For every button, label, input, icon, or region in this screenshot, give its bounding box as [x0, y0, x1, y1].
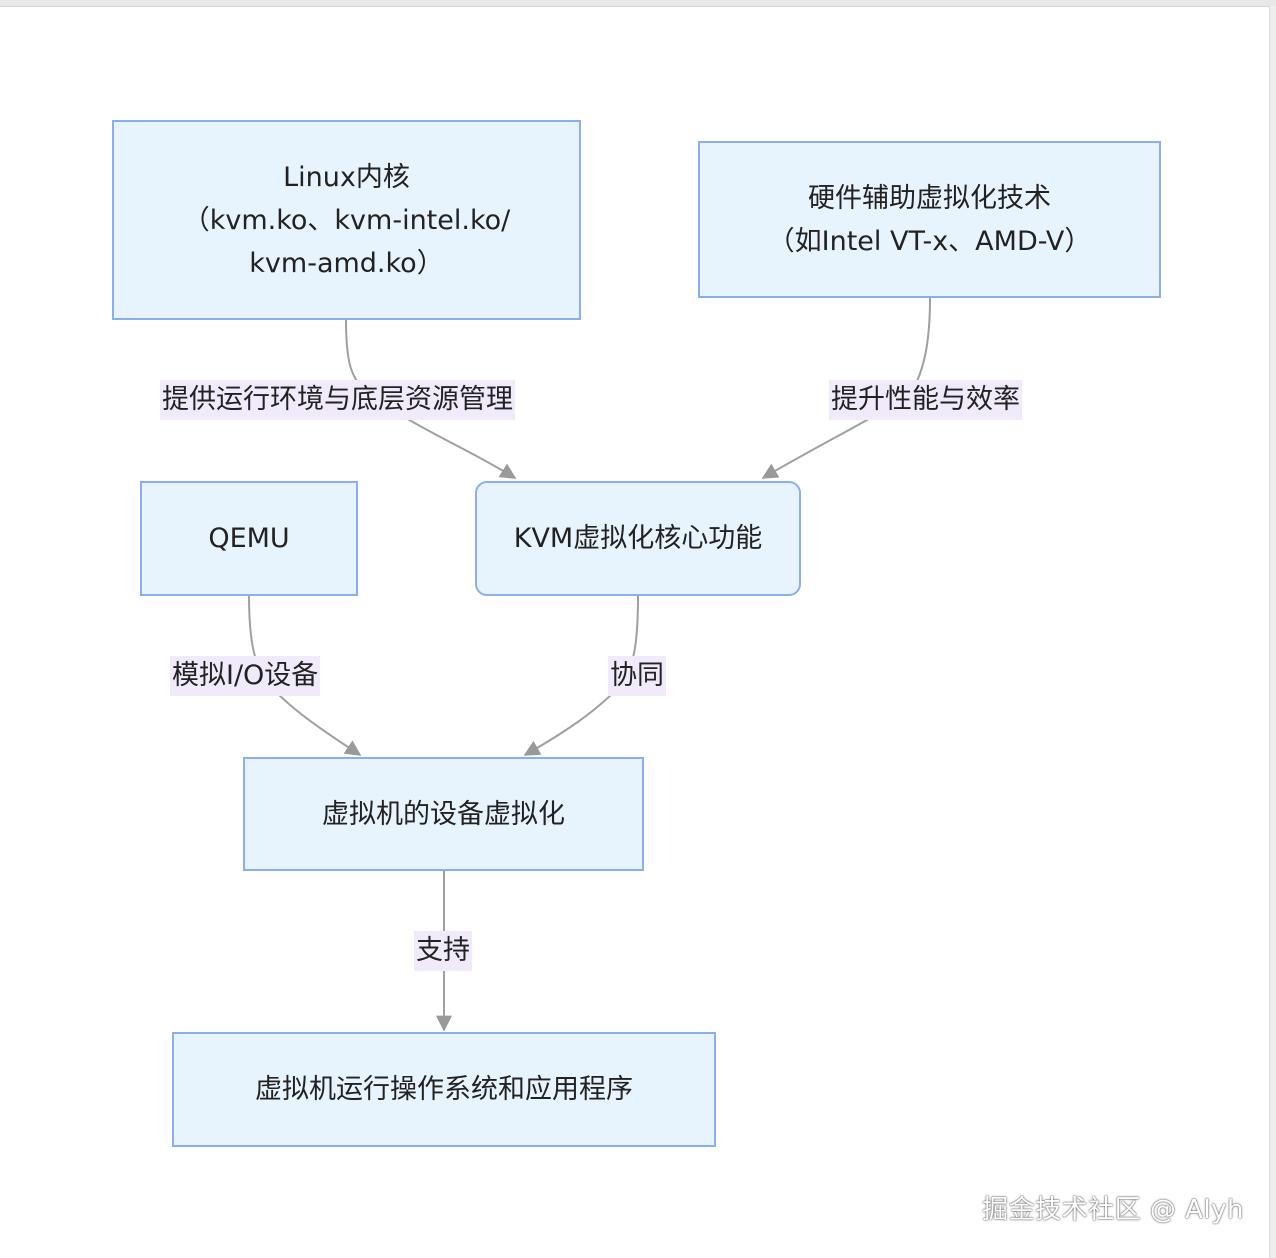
node-qemu: QEMU — [140, 481, 358, 596]
node-kvm-core: KVM虚拟化核心功能 — [475, 481, 801, 596]
node-device-virtualization-label: 虚拟机的设备虚拟化 — [322, 798, 565, 830]
node-vm-run-label: 虚拟机运行操作系统和应用程序 — [255, 1074, 633, 1105]
node-hardware-assisted-label: 硬件辅助虚拟化技术 （如Intel VT-x、AMD-V） — [767, 182, 1092, 257]
node-vm-run: 虚拟机运行操作系统和应用程序 — [172, 1032, 716, 1147]
edge-label-device-to-vm: 支持 — [414, 931, 472, 971]
edge-label-linux-to-kvm: 提供运行环境与底层资源管理 — [160, 380, 515, 420]
node-hardware-assisted-virtualization: 硬件辅助虚拟化技术 （如Intel VT-x、AMD-V） — [698, 141, 1161, 298]
node-qemu-label: QEMU — [208, 523, 290, 554]
edge-label-qemu-to-device: 模拟I/O设备 — [170, 656, 321, 696]
node-kvm-core-label: KVM虚拟化核心功能 — [513, 523, 763, 554]
node-linux-kernel: Linux内核 （kvm.ko、kvm-intel.ko/ kvm-amd.ko… — [112, 120, 581, 320]
node-linux-kernel-label: Linux内核 （kvm.ko、kvm-intel.ko/ kvm-amd.ko… — [182, 161, 511, 279]
edge-label-hw-to-kvm: 提升性能与效率 — [829, 380, 1022, 420]
edge-label-kvm-to-device: 协同 — [608, 656, 666, 696]
node-device-virtualization: 虚拟机的设备虚拟化 — [243, 757, 644, 871]
window-right-scrollbar — [1269, 6, 1276, 1258]
watermark: 掘金技术社区 @ Alyh — [982, 1195, 1244, 1225]
window-top-strip — [0, 0, 1276, 7]
